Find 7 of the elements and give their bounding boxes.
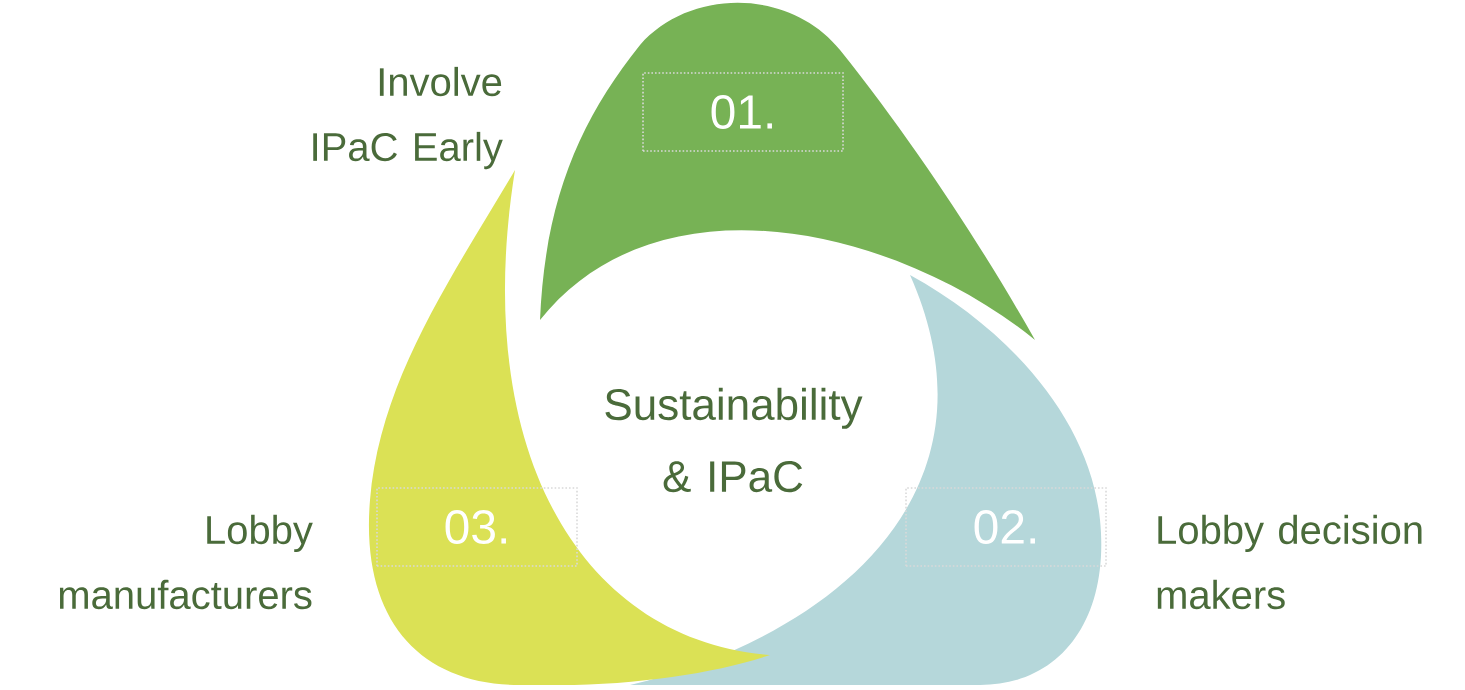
side-label: Involve IPaC Early	[313, 66, 503, 170]
number-box: 03.	[376, 487, 578, 567]
number-box: 01.	[642, 72, 844, 152]
side-label: Lobby decision makers	[1157, 514, 1422, 610]
center-label: Sustainability & IPaC	[605, 387, 863, 493]
number-box: 02.	[905, 487, 1107, 567]
side-label: Lobby manufacturers	[59, 514, 313, 610]
